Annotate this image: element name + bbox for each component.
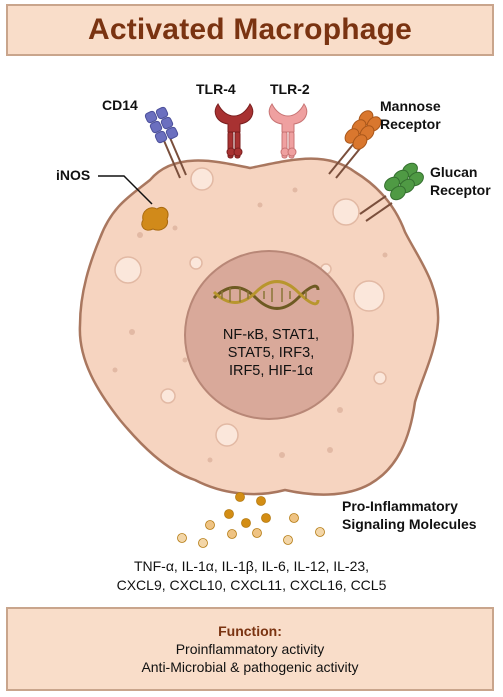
nucleus [184, 250, 354, 420]
dna-icon [212, 280, 320, 310]
mannose-receptor-label: Mannose Receptor [380, 98, 441, 132]
tlr4-label: TLR-4 [196, 81, 236, 97]
cytoplasm-dots [112, 187, 388, 463]
tlr2-label: TLR-2 [270, 81, 310, 97]
function-line-1: Proinflammatory activity [175, 641, 325, 657]
secreted-molecules [177, 492, 325, 548]
glucan-receptor [359, 162, 424, 222]
function-line-2: Anti-Microbial & pathogenic activity [141, 659, 359, 675]
inos-enzyme [141, 206, 169, 231]
function-box: Function: Proinflammatory activity Anti-… [6, 607, 494, 691]
cytokine-list-line2: CXCL9, CXCL10, CXCL11, CXCL16, CCL5 [116, 577, 387, 593]
inos-label: iNOS [56, 167, 91, 183]
mannose-receptor [328, 110, 382, 179]
glucan-receptor-label: Glucan Receptor [430, 164, 491, 198]
cytokine-list-line1: TNF-α, IL-1α, IL-1β, IL-6, IL-12, IL-23, [133, 558, 370, 574]
diagram-title: Activated Macrophage [87, 13, 413, 46]
vesicles [114, 167, 387, 447]
title-box: Activated Macrophage [6, 4, 494, 56]
transcription-factors: NF-κB, STAT1, STAT5, IRF3, IRF5, HIF-1α [222, 327, 320, 379]
inos-leader-line [98, 175, 153, 205]
secreted-label: Pro-Inflammatory Signaling Molecules [342, 498, 477, 532]
tlr2-receptor [268, 103, 308, 159]
tlr4-receptor [214, 103, 254, 159]
cd14-receptor [144, 106, 187, 179]
function-title: Function: [218, 623, 282, 639]
cd14-label: CD14 [102, 97, 138, 113]
